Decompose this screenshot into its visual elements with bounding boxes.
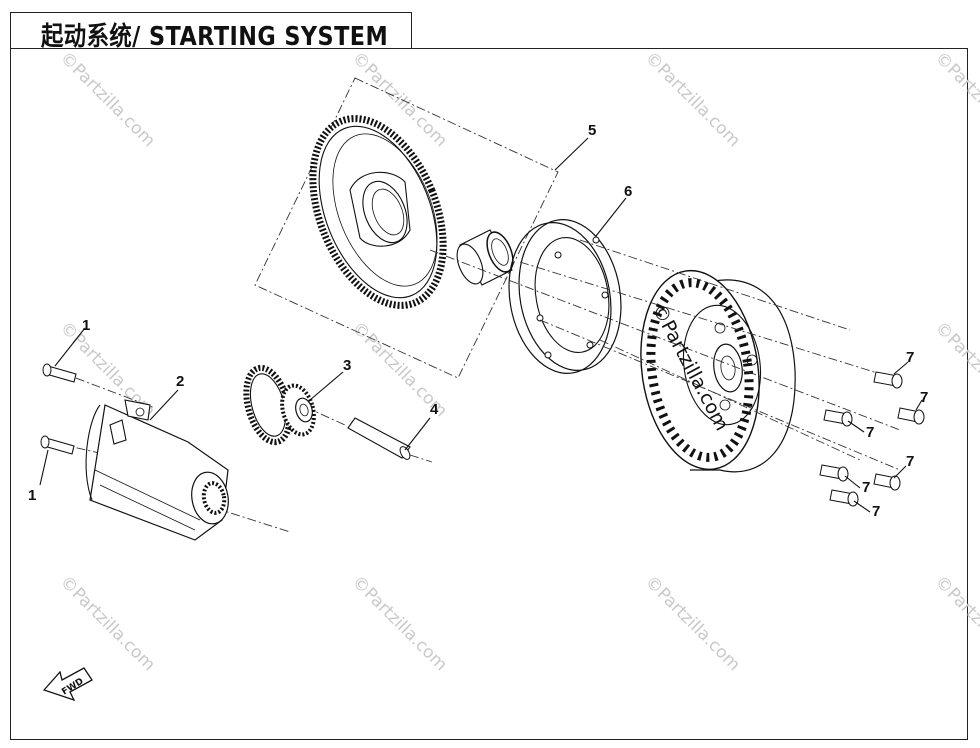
title-box: 起动系统/ STARTING SYSTEM xyxy=(10,12,412,52)
flywheel-rotor xyxy=(640,269,796,473)
diagram-frame xyxy=(10,48,968,740)
callout-1: 1 xyxy=(28,487,36,504)
callout-7: 7 xyxy=(872,503,880,520)
idler-gear xyxy=(243,364,316,446)
callout-7: 7 xyxy=(862,479,870,496)
leader-lines xyxy=(39,137,923,513)
idler-shaft xyxy=(347,417,411,460)
callout-labels: 1 1 2 3 4 5 6 7 7 7 7 7 7 xyxy=(28,122,928,520)
diagram-title: 起动系统/ STARTING SYSTEM xyxy=(41,22,389,52)
callout-5: 5 xyxy=(588,122,596,139)
callout-7: 7 xyxy=(920,389,928,406)
gear-assembly-outline xyxy=(254,77,559,379)
needle-bearing xyxy=(456,229,514,286)
starter-motor xyxy=(85,399,229,541)
starter-bolts xyxy=(40,363,77,455)
callout-7: 7 xyxy=(906,349,914,366)
callout-2: 2 xyxy=(176,373,184,390)
starter-clutch-plate xyxy=(508,219,622,374)
reduction-gear xyxy=(309,115,447,309)
callout-7: 7 xyxy=(866,424,874,441)
callout-4: 4 xyxy=(430,401,439,418)
callout-3: 3 xyxy=(343,357,351,374)
callout-7: 7 xyxy=(906,453,914,470)
callout-6: 6 xyxy=(624,183,632,200)
callout-1: 1 xyxy=(82,317,90,334)
fwd-arrow-icon: FWD xyxy=(42,667,93,702)
